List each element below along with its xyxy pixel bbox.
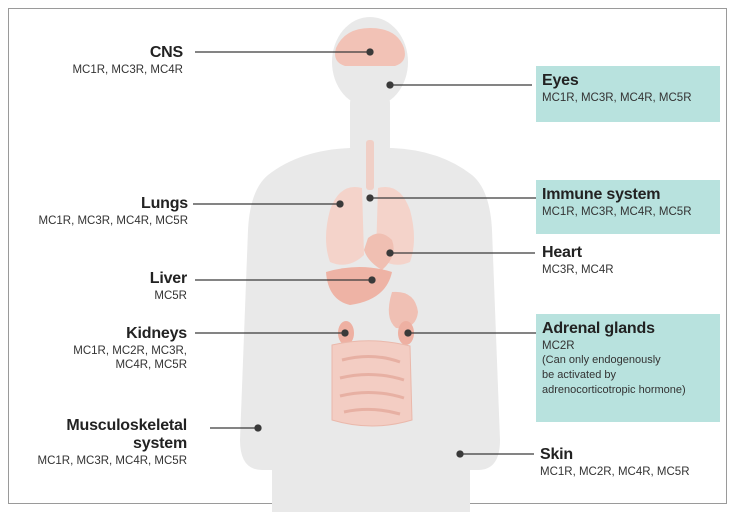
lungs-title: Lungs — [38, 195, 188, 213]
kidneys-title: Kidneys — [73, 325, 187, 343]
immune-title: Immune system — [542, 186, 712, 204]
label-skin: Skin MC1R, MC2R, MC4R, MC5R — [540, 446, 690, 478]
cns-title: CNS — [72, 44, 183, 62]
musculoskeletal-receptors: MC1R, MC3R, MC4R, MC5R — [37, 455, 187, 467]
musculoskeletal-title-line2: system — [37, 435, 187, 453]
heart-receptors: MC3R, MC4R — [542, 264, 614, 276]
adrenal-note-line1: (Can only endogenously — [542, 354, 712, 367]
immune-receptors: MC1R, MC3R, MC4R, MC5R — [542, 206, 712, 218]
liver-title: Liver — [150, 270, 187, 288]
adrenal-title: Adrenal glands — [542, 320, 712, 338]
highlight-box-immune: Immune system MC1R, MC3R, MC4R, MC5R — [536, 180, 720, 234]
adrenal-note-line2: be activated by — [542, 369, 712, 382]
kidneys-receptors-line2: MC4R, MC5R — [73, 359, 187, 371]
eyes-title: Eyes — [542, 72, 712, 90]
highlight-box-adrenal: Adrenal glands MC2R (Can only endogenous… — [536, 314, 720, 422]
label-heart: Heart MC3R, MC4R — [542, 244, 614, 276]
cns-receptors: MC1R, MC3R, MC4R — [72, 64, 183, 76]
musculoskeletal-title-line1: Musculoskeletal — [37, 417, 187, 435]
trachea — [366, 140, 374, 190]
intestines — [332, 341, 412, 426]
kidneys-receptors-line1: MC1R, MC2R, MC3R, — [73, 345, 187, 357]
label-liver: Liver MC5R — [150, 270, 187, 302]
adrenal-receptors: MC2R — [542, 340, 712, 352]
heart-title: Heart — [542, 244, 614, 262]
skin-receptors: MC1R, MC2R, MC4R, MC5R — [540, 466, 690, 478]
label-cns: CNS MC1R, MC3R, MC4R — [72, 44, 183, 76]
label-musculoskeletal: Musculoskeletal system MC1R, MC3R, MC4R,… — [37, 417, 187, 467]
body-silhouette — [240, 17, 500, 512]
lungs-receptors: MC1R, MC3R, MC4R, MC5R — [38, 215, 188, 227]
adrenal-note-line3: adrenocorticotropic hormone) — [542, 384, 712, 397]
liver-receptors: MC5R — [150, 290, 187, 302]
label-lungs: Lungs MC1R, MC3R, MC4R, MC5R — [38, 195, 188, 227]
highlight-box-eyes: Eyes MC1R, MC3R, MC4R, MC5R — [536, 66, 720, 122]
eyes-receptors: MC1R, MC3R, MC4R, MC5R — [542, 92, 712, 104]
skin-title: Skin — [540, 446, 690, 464]
label-kidneys: Kidneys MC1R, MC2R, MC3R, MC4R, MC5R — [73, 325, 187, 371]
